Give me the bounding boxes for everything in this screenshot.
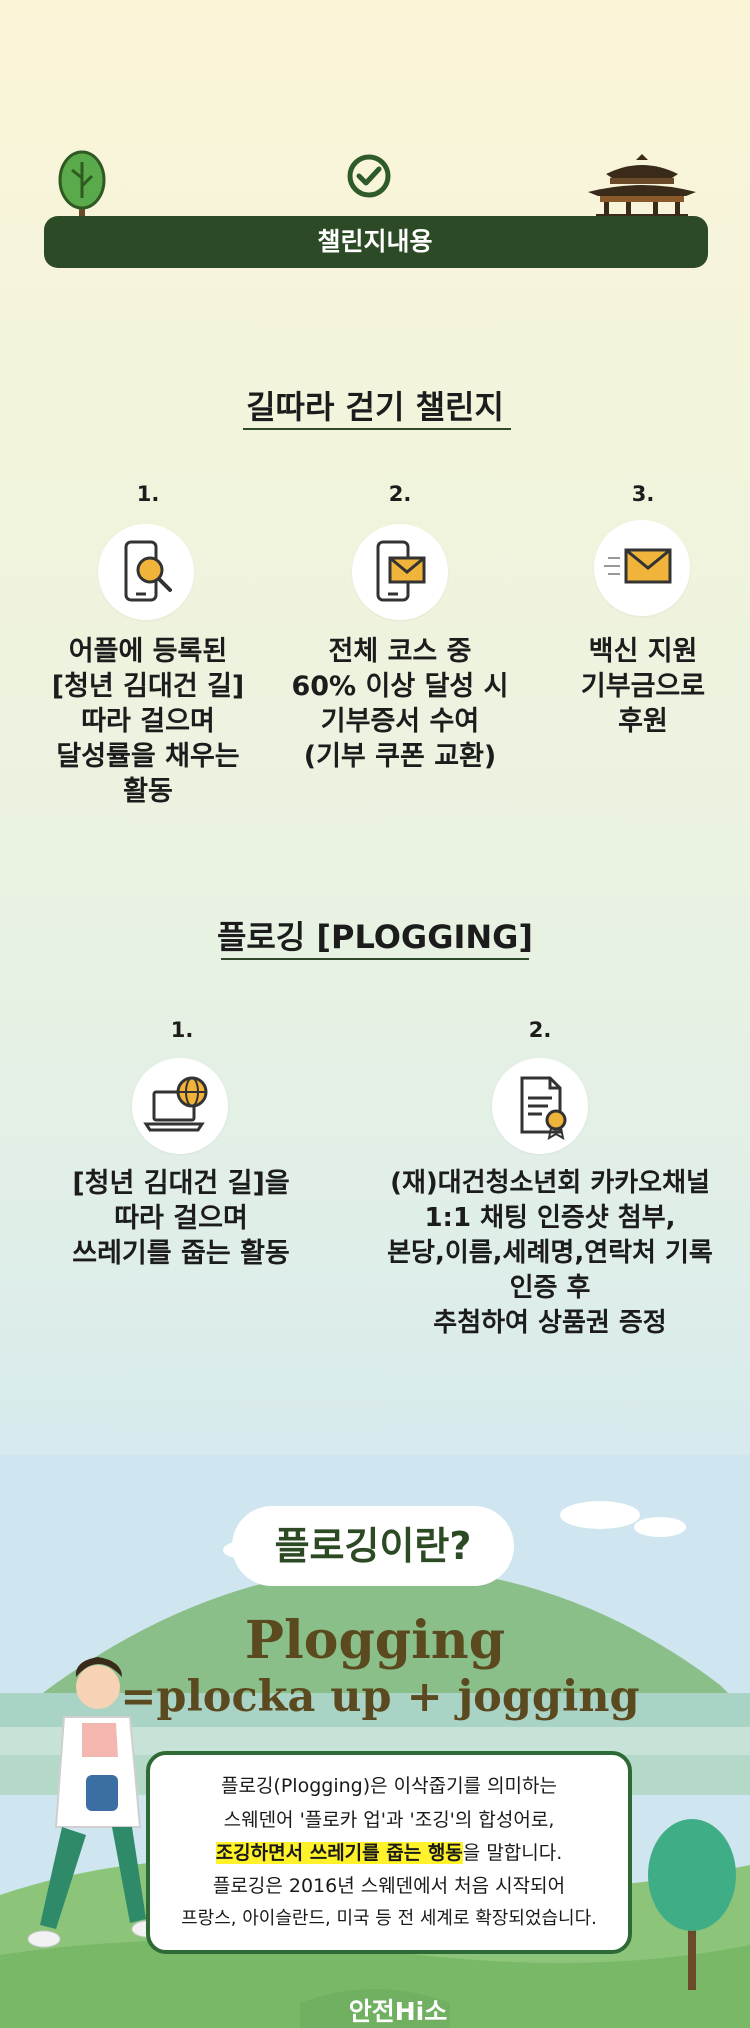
highlight-text: 조깅하면서 쓰레기를 줍는 행동 <box>215 1842 463 1864</box>
phone-mail-icon <box>352 524 448 620</box>
walk-challenge-title: 길따라 걷기 챌린지 <box>246 388 504 426</box>
step-description: 전체 코스 중 60% 이상 달성 시 기부증서 수여 (기부 쿠폰 교환) <box>291 636 509 772</box>
step-description: (재)대건청소년회 카카오채널 1:1 채팅 인증샷 첨부, 본당,이름,세례명… <box>387 1168 713 1338</box>
step-number: 2. <box>528 1018 552 1042</box>
mail-icon <box>594 520 690 616</box>
phone-search-icon <box>98 524 194 620</box>
banner-title: 챌린지내용 <box>317 227 433 256</box>
info-line: 플로깅(Plogging)은 이삭줍기를 의미하는 <box>220 1775 557 1797</box>
info-line: 프랑스, 아이슬란드, 미국 등 전 세계로 확장되었습니다. <box>181 1908 597 1929</box>
certificate-icon <box>492 1058 588 1154</box>
step-description: 어플에 등록된 [청년 김대건 길] 따라 걸으며 달성률을 채우는 활동 <box>51 636 245 807</box>
speech-bubble <box>232 1506 514 1586</box>
step-number: 1. <box>170 1018 194 1042</box>
step-number: 1. <box>136 482 160 506</box>
step-number: 3. <box>631 482 655 506</box>
step-description: 백신 지원 기부금으로 후원 <box>580 636 706 737</box>
plogging-title: 플로깅 [PLOGGING] <box>216 918 534 956</box>
plogging-formula: =plocka up + jogging <box>120 1672 640 1722</box>
check-circle-icon <box>347 154 391 198</box>
logo: 안전Hi소 <box>348 1997 448 2026</box>
pavilion-icon <box>588 154 696 218</box>
info-line: 스웨덴어 '플로카 업'과 '조깅'의 합성어로, <box>223 1809 555 1831</box>
what-is-plogging-title: 플로깅이란? <box>274 1524 472 1568</box>
info-line: 조깅하면서 쓰레기를 줍는 행동을 말합니다. <box>215 1842 563 1864</box>
walk-title-underline <box>243 428 511 430</box>
info-line: 플로깅은 2016년 스웨덴에서 처음 시작되어 <box>212 1875 566 1897</box>
plogging-title-underline <box>221 958 529 960</box>
challenge-banner <box>44 216 708 268</box>
laptop-globe-icon <box>132 1058 228 1154</box>
plogging-headline: Plogging <box>244 1610 506 1671</box>
tree-icon <box>58 150 106 220</box>
step-number: 2. <box>388 482 412 506</box>
step-description: [청년 김대건 길]을 따라 걸으며 쓰레기를 줍는 활동 <box>72 1168 290 1269</box>
